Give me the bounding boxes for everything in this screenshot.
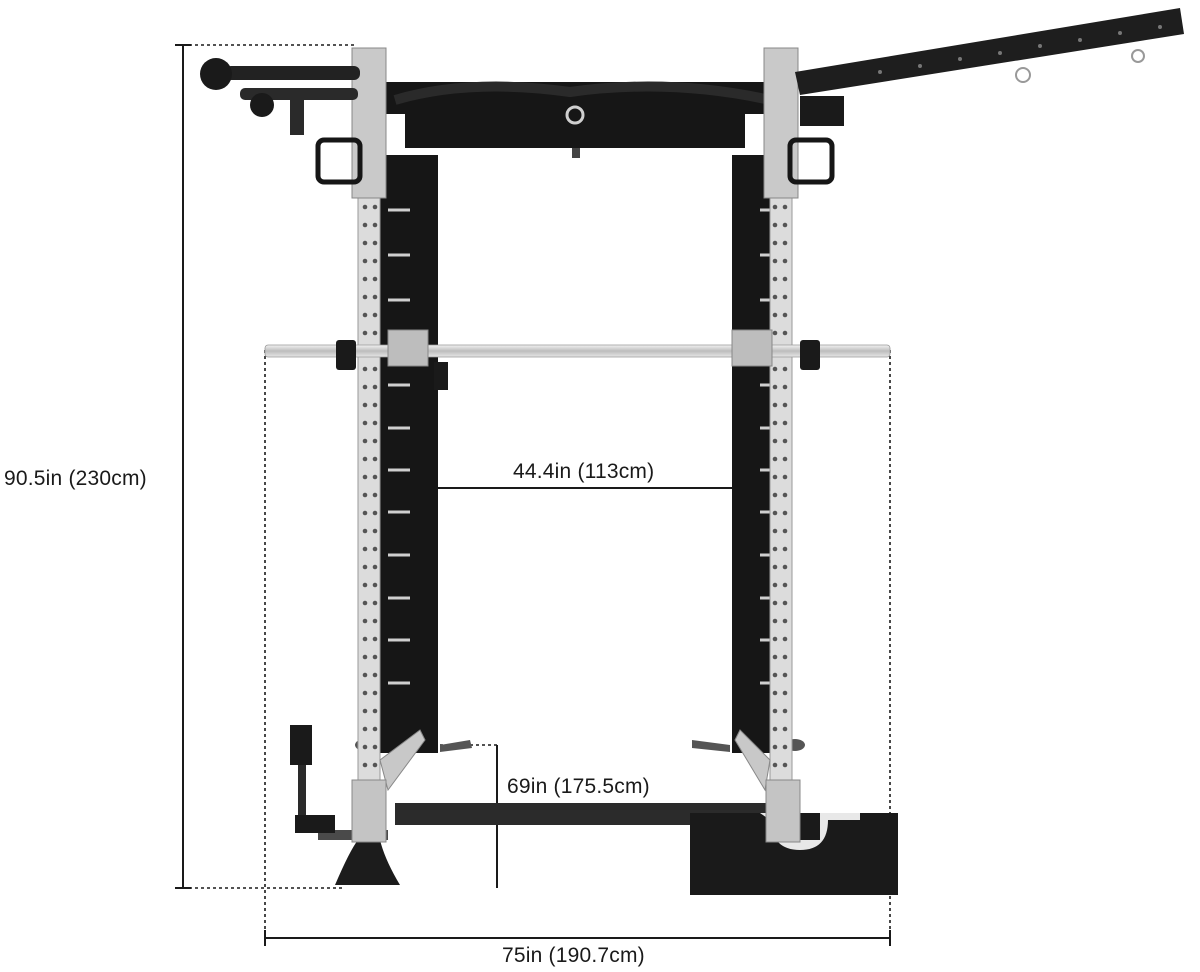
pullup-handles	[200, 58, 360, 135]
depth-dimension-label: 69in (175.5cm)	[507, 775, 650, 798]
top-frame	[315, 47, 835, 199]
plate-post	[290, 725, 335, 833]
cable-columns	[355, 155, 805, 753]
inner-width-dimension-label: 44.4in (113cm)	[513, 460, 655, 483]
height-dimension-label: 90.5in (230cm)	[4, 467, 147, 490]
swing-arm	[795, 8, 1184, 126]
width-dimension-label: 75in (190.7cm)	[502, 944, 645, 967]
smith-barbell	[264, 329, 891, 390]
floor-base	[318, 803, 898, 895]
